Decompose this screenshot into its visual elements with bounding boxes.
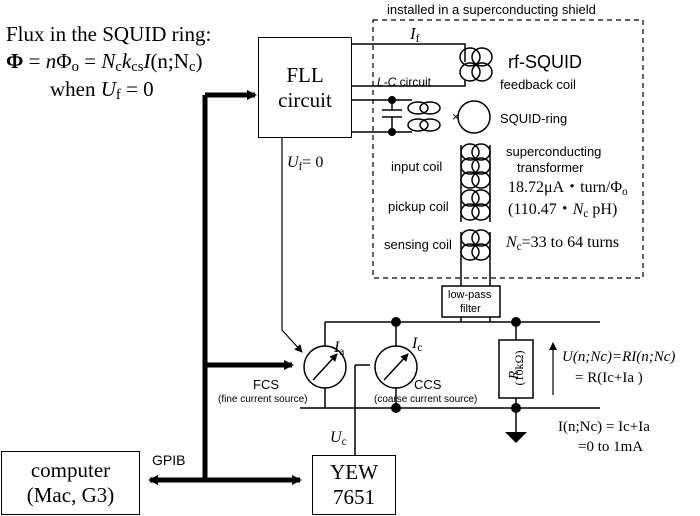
flux-equation: Φ = nΦo = NckcsI(n;Nc) [6,49,203,75]
node-1 [391,317,401,327]
fll-label-1: FLL [286,62,324,87]
yew-box: YEW 7651 [312,455,396,515]
if-label: If [410,24,420,45]
node-4 [511,403,521,413]
feedback-wire [352,43,466,87]
node-2 [511,317,521,327]
lc-circuit [352,99,441,133]
circuit-bus [300,317,600,455]
computer-label-2: (Mac, G3) [26,483,115,507]
ccs-label: CCS [414,377,442,392]
rf-squid-label: rf-SQUID [508,52,582,72]
resistor-body [498,339,534,399]
ia-label: Ia [334,339,345,358]
transformer-label-1: superconducting [506,144,602,159]
turns-label: Nc=33 to 64 turns [506,234,620,253]
uf-wire [281,138,303,353]
superconducting-shield [372,19,644,279]
gpib-bus [148,90,302,485]
u-equation-1: U(n;Nc)=RI(n;Nc) [562,349,676,365]
sensing-coil-label: sensing coil [384,237,452,252]
uc-label: Uc [330,429,347,448]
fll-circuit-box: FLL circuit [258,37,352,138]
u-equation-2: = R(Ic+Ia ) [575,370,643,386]
input-coil-label: input coil [391,159,443,174]
squid-ring-label: SQUID-ring [500,111,568,126]
resistor-value: (10kΩ) [512,350,526,386]
pickup-coil [460,189,491,221]
computer-box: computer (Mac, G3) [1,451,140,515]
gpib-label: GPIB [152,452,186,468]
ic-label: Ic [412,335,423,354]
shield-label: installed in a superconducting shield [387,2,596,17]
lowpass-label-1: low-pass [448,289,492,301]
feedback-coil [459,47,493,82]
flux-title: Flux in the SQUID ring: [6,22,212,46]
yew-label-1: YEW [330,460,378,484]
ground-icon [505,432,527,443]
lowpass-label-2: filter [460,303,481,315]
lc-node-top [388,96,396,104]
lc-node-bottom [388,128,396,136]
feedback-coil-label: feedback coil [500,77,576,92]
josephson-junction: × [452,109,460,124]
uf-label: Uf= 0 [287,154,324,173]
yew-label-2: 7651 [333,485,375,509]
transformer-wires [460,145,491,222]
input-coil [460,143,491,189]
node-3 [391,403,401,413]
i-equation-1: I(n;Nc) = Ic+Ia [558,419,650,435]
coupling-line-2: (110.47・Nc pH) [508,201,618,220]
pickup-coil-label: pickup coil [388,199,449,214]
lowpass-filter-box [441,285,501,318]
ccs-desc: (coarse current source) [374,394,478,405]
squid-ring-shape [457,100,491,134]
lc-circuit-label: L-C circuit [377,75,432,89]
fcs-desc: (fine current source) [218,394,308,405]
fll-label-2: circuit [278,87,332,112]
coupling-line-1: 18.72μA・turn/Φo [508,179,628,198]
i-equation-2: =0 to 1mA [578,439,644,455]
flux-condition: when Uf = 0 [50,77,154,103]
sensing-coil [460,229,491,286]
computer-label-1: computer [30,458,111,482]
transformer-label-2: transformer [517,160,584,175]
fcs-label: FCS [253,377,279,392]
